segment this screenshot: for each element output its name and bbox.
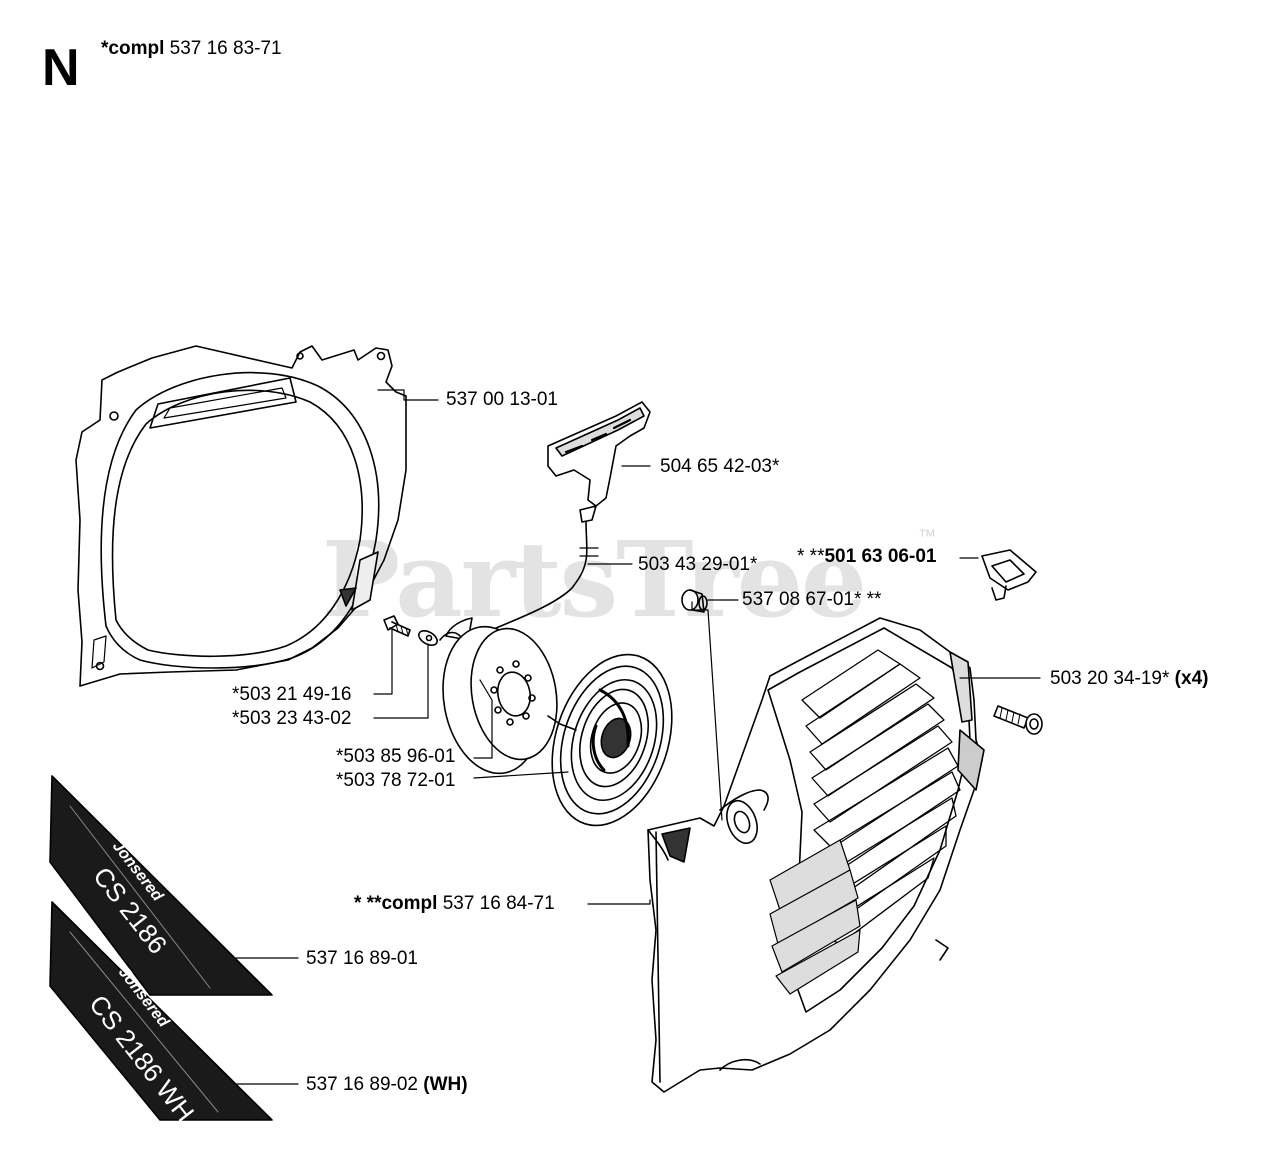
- header-prefix: *compl: [101, 38, 165, 59]
- part-number: 503 43 29-01*: [638, 554, 758, 575]
- leader-lines: [235, 389, 1041, 1085]
- screw-washer-illustration: [383, 615, 438, 647]
- part-label-starter-compl[interactable]: * **compl 537 16 84-71: [354, 893, 555, 915]
- part-number: *503 85 96-01: [336, 746, 456, 767]
- screw-x4-illustration: [993, 705, 1043, 735]
- part-number: 537 08 67-01* **: [742, 589, 882, 610]
- part-number: *503 23 43-02: [232, 708, 352, 729]
- recoil-spring-illustration: [547, 653, 673, 827]
- part-number: 501 63 06-01: [824, 546, 937, 567]
- watermark: PartsTree: [322, 518, 867, 641]
- part-number: 503 20 34-19*: [1050, 668, 1170, 689]
- part-label-screw[interactable]: *503 21 49-16: [232, 684, 351, 706]
- part-number: 537 16 84-71: [442, 893, 555, 914]
- part-label-bushing[interactable]: 537 08 67-01* **: [742, 589, 881, 611]
- part-label-starter-cord[interactable]: 503 43 29-01*: [638, 554, 757, 576]
- part-number: 537 16 89-01: [306, 948, 418, 969]
- assembly-header: *compl 537 16 83-71: [101, 38, 282, 60]
- part-prefix: * **: [797, 546, 825, 567]
- part-label-washer[interactable]: *503 23 43-02: [232, 708, 351, 730]
- section-letter: N: [42, 39, 80, 97]
- part-prefix: * **compl: [354, 893, 438, 914]
- part-number: 504 65 42-03*: [660, 456, 780, 477]
- part-number: 537 00 13-01: [446, 389, 558, 410]
- part-label-decal-2[interactable]: 537 16 89-02 (WH): [306, 1074, 468, 1096]
- variant: (WH): [423, 1074, 468, 1095]
- part-number: 537 16 89-02: [306, 1074, 418, 1095]
- starter-housing-illustration: [647, 617, 985, 1093]
- trademark-symbol: ™: [918, 526, 936, 546]
- plug-illustration: [981, 549, 1037, 601]
- part-number: *503 21 49-16: [232, 684, 352, 705]
- part-label-pulley[interactable]: *503 85 96-01: [336, 746, 455, 768]
- decal-cs2186-illustration: [49, 775, 273, 996]
- decal-cs2186wh-illustration: [49, 901, 273, 1121]
- part-label-starter-handle[interactable]: 504 65 42-03*: [660, 456, 779, 478]
- part-label-recoil-spring[interactable]: *503 78 72-01: [336, 770, 455, 792]
- bushing-illustration: [681, 589, 708, 613]
- part-label-plug[interactable]: * **501 63 06-01: [797, 546, 936, 568]
- part-number: *503 78 72-01: [336, 770, 456, 791]
- part-label-fan-cover[interactable]: 537 00 13-01: [446, 389, 558, 411]
- header-part-number[interactable]: 537 16 83-71: [169, 38, 282, 59]
- starter-handle-illustration: [495, 401, 651, 629]
- part-label-decal-1[interactable]: 537 16 89-01: [306, 948, 418, 970]
- part-label-screw-x4[interactable]: 503 20 34-19* (x4): [1050, 668, 1208, 690]
- fan-cover-illustration: [75, 345, 407, 687]
- quantity: (x4): [1174, 668, 1209, 689]
